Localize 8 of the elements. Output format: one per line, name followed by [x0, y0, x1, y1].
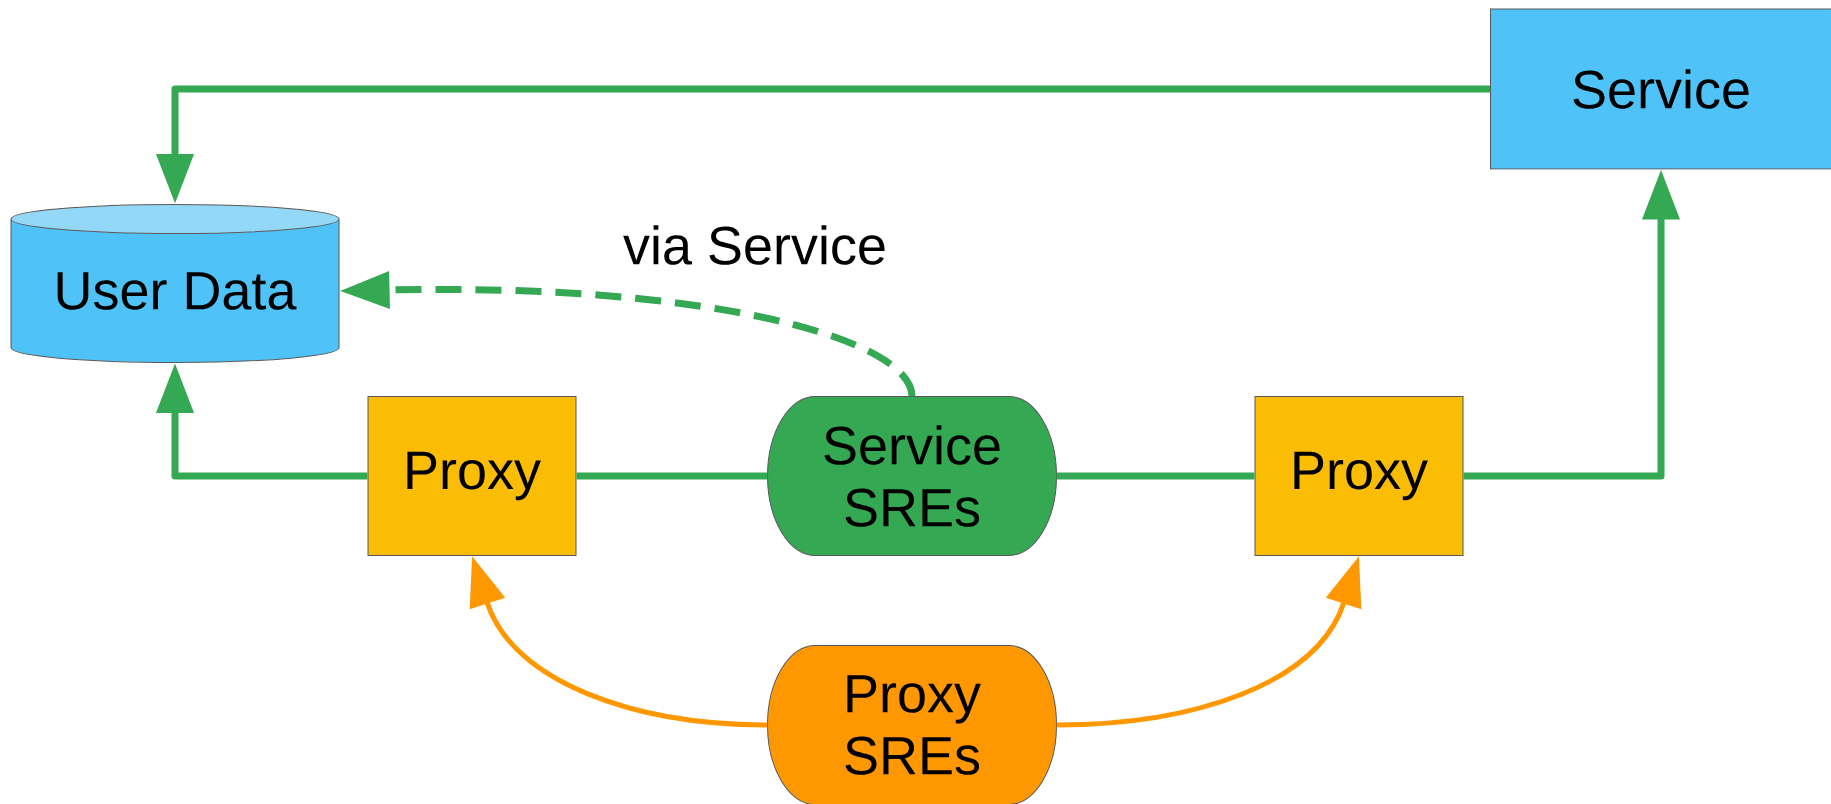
- service-box: Service: [1490, 8, 1831, 170]
- connector-line: [576, 472, 768, 480]
- edge-label: via Service: [620, 223, 890, 267]
- team-pill: Proxy SREs: [767, 645, 1057, 804]
- proxy-box: Proxy: [367, 396, 577, 556]
- proxy-box: Proxy: [1254, 396, 1464, 556]
- database-cylinder: User Data: [10, 203, 340, 363]
- team-pill: Service SREs: [767, 396, 1057, 556]
